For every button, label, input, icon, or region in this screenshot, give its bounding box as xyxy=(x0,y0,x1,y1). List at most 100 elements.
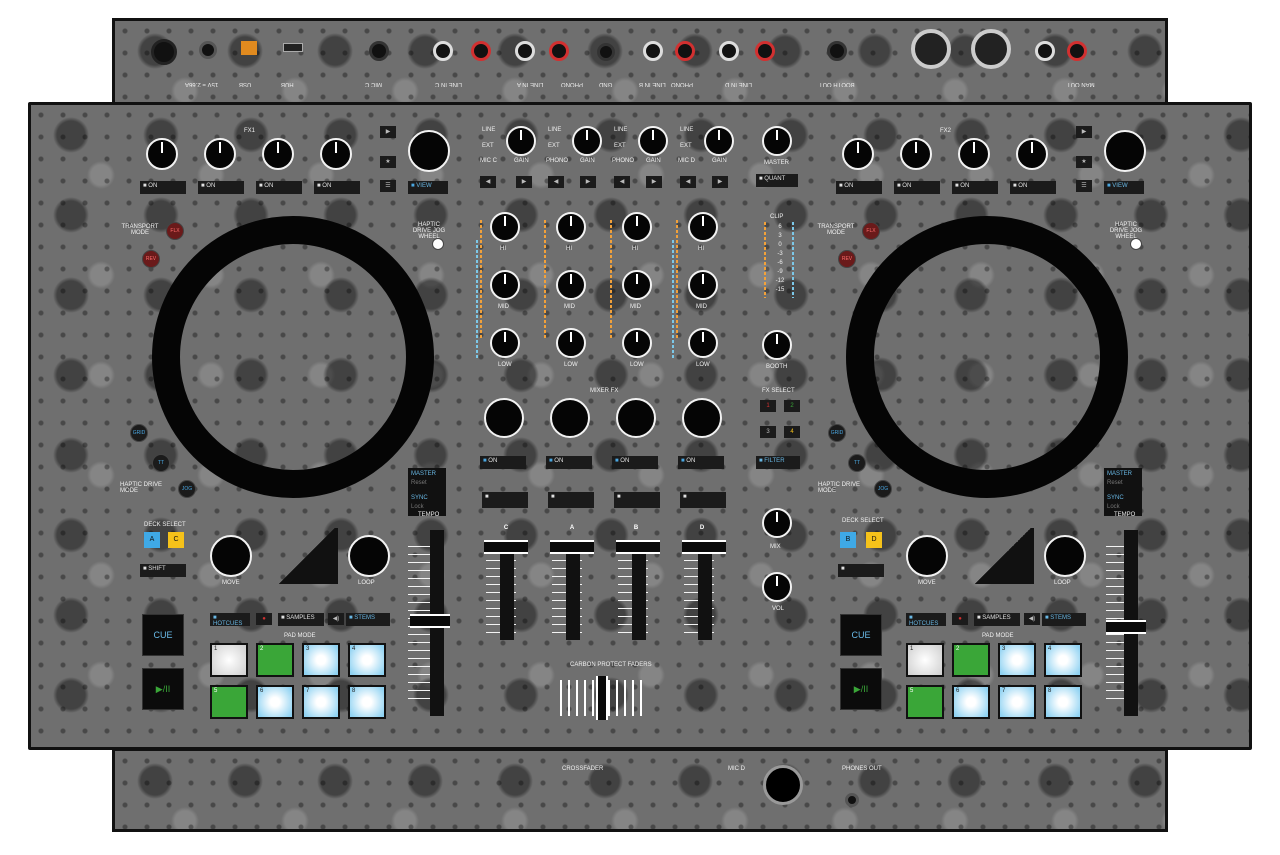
play-icon[interactable]: ▶ xyxy=(1076,126,1092,138)
rev-button[interactable]: REV xyxy=(838,250,856,268)
ch3-low-knob[interactable] xyxy=(622,328,652,358)
pad-2-right[interactable]: 2 xyxy=(952,643,990,677)
fx2-on-button-1[interactable]: ON xyxy=(836,181,882,194)
ch1-low-knob[interactable] xyxy=(490,328,520,358)
fx1-knob-3[interactable] xyxy=(262,138,294,170)
speaker-icon-left[interactable]: ◀) xyxy=(328,613,344,625)
play-icon[interactable]: ▶ xyxy=(380,126,396,138)
cue-button-left[interactable]: CUE xyxy=(142,614,184,656)
tt-button[interactable]: TT xyxy=(152,454,170,472)
channel-fader-cap-1[interactable] xyxy=(484,540,528,554)
mix-knob[interactable] xyxy=(762,508,792,538)
fx1-on-button-2[interactable]: ON xyxy=(198,181,244,194)
ch4-mixer-fx-knob[interactable] xyxy=(682,398,722,438)
ch2-low-knob[interactable] xyxy=(556,328,586,358)
cue-button-right[interactable]: CUE xyxy=(840,614,882,656)
star-icon[interactable]: ★ xyxy=(380,156,396,168)
deck-d-button[interactable]: D xyxy=(866,532,882,548)
channel-fader-2[interactable] xyxy=(566,540,580,640)
channel-fader-cap-4[interactable] xyxy=(682,540,726,554)
fx2-on-button-2[interactable]: ON xyxy=(894,181,940,194)
fx-select-4[interactable]: 4 xyxy=(784,426,800,438)
stems-button-left[interactable]: STEMS xyxy=(346,613,390,626)
ch2-mixer-fx-knob[interactable] xyxy=(550,398,590,438)
play-pause-button-right[interactable]: ▶/II xyxy=(840,668,882,710)
ch3-on-button[interactable]: ON xyxy=(612,456,658,469)
pad-4-right[interactable]: 4 xyxy=(1044,643,1082,677)
move-encoder[interactable] xyxy=(906,535,948,577)
record-icon-right[interactable]: ● xyxy=(952,613,968,625)
jog-wheel-left[interactable] xyxy=(152,216,434,498)
ch2-hi-knob[interactable] xyxy=(556,212,586,242)
tt-button[interactable]: TT xyxy=(848,454,866,472)
play-pause-button-left[interactable]: ▶/II xyxy=(142,668,184,710)
stems-button-right[interactable]: STEMS xyxy=(1042,613,1086,626)
ch3-gain-knob[interactable] xyxy=(638,126,668,156)
ch1-mid-knob[interactable] xyxy=(490,270,520,300)
view-button-right[interactable]: VIEW xyxy=(1104,181,1144,194)
ch1-prev-icon[interactable]: ◀ xyxy=(480,176,496,188)
pad-7-left[interactable]: 7 xyxy=(302,685,340,719)
pad-1-left[interactable]: 1 xyxy=(210,643,248,677)
samples-button-right[interactable]: SAMPLES xyxy=(974,613,1020,626)
ch1-mixer-fx-knob[interactable] xyxy=(484,398,524,438)
ch2-next-icon[interactable]: ▶ xyxy=(580,176,596,188)
fx1-on-button-1[interactable]: ON xyxy=(140,181,186,194)
grid-button[interactable]: GRID xyxy=(828,424,846,442)
phones-jack[interactable] xyxy=(763,765,803,805)
ch4-low-knob[interactable] xyxy=(688,328,718,358)
fx-select-1[interactable]: 1 xyxy=(760,400,776,412)
browse-encoder-right[interactable] xyxy=(1104,130,1146,172)
ch4-mid-knob[interactable] xyxy=(688,270,718,300)
jog-button[interactable]: JOG xyxy=(874,480,892,498)
ch4-hi-knob[interactable] xyxy=(688,212,718,242)
tempo-fader-cap-left[interactable] xyxy=(410,614,450,628)
pad-3-left[interactable]: 3 xyxy=(302,643,340,677)
ch1-on-button[interactable]: ON xyxy=(480,456,526,469)
fx1-on-button-3[interactable]: ON xyxy=(256,181,302,194)
list-icon[interactable]: ☰ xyxy=(380,180,396,192)
deck-a-button[interactable]: A xyxy=(144,532,160,548)
channel-fader-3[interactable] xyxy=(632,540,646,640)
ch4-next-icon[interactable]: ▶ xyxy=(712,176,728,188)
channel-fader-1[interactable] xyxy=(500,540,514,640)
fx2-knob-4[interactable] xyxy=(1016,138,1048,170)
ch2-prev-icon[interactable]: ◀ xyxy=(548,176,564,188)
jog-button[interactable]: JOG xyxy=(178,480,196,498)
channel-fader-4[interactable] xyxy=(698,540,712,640)
list-icon[interactable]: ☰ xyxy=(1076,180,1092,192)
fx-select-3[interactable]: 3 xyxy=(760,426,776,438)
channel-fader-cap-3[interactable] xyxy=(616,540,660,554)
fx1-knob-4[interactable] xyxy=(320,138,352,170)
ch4-gain-knob[interactable] xyxy=(704,126,734,156)
pad-8-right[interactable]: 8 xyxy=(1044,685,1082,719)
fx-select-2[interactable]: 2 xyxy=(784,400,800,412)
fx2-on-button-4[interactable]: ON xyxy=(1010,181,1056,194)
pad-5-right[interactable]: 5 xyxy=(906,685,944,719)
jog-wheel-right[interactable] xyxy=(846,216,1128,498)
pad-4-left[interactable]: 4 xyxy=(348,643,386,677)
pad-1-right[interactable]: 1 xyxy=(906,643,944,677)
deck-b-button[interactable]: B xyxy=(840,532,856,548)
mic-d-jack[interactable] xyxy=(845,793,859,807)
move-encoder[interactable] xyxy=(210,535,252,577)
fx2-knob-2[interactable] xyxy=(900,138,932,170)
fx2-on-button-3[interactable]: ON xyxy=(952,181,998,194)
crossfader-cap[interactable] xyxy=(596,676,608,720)
ch1-gain-knob[interactable] xyxy=(506,126,536,156)
pad-2-left[interactable]: 2 xyxy=(256,643,294,677)
ch3-mid-knob[interactable] xyxy=(622,270,652,300)
ch3-prev-icon[interactable]: ◀ xyxy=(614,176,630,188)
tempo-fader-cap-right[interactable] xyxy=(1106,620,1146,634)
fx1-on-button-4[interactable]: ON xyxy=(314,181,360,194)
browse-encoder-left[interactable] xyxy=(408,130,450,172)
filter-button[interactable]: FILTER xyxy=(756,456,800,469)
ch3-next-icon[interactable]: ▶ xyxy=(646,176,662,188)
rev-button[interactable]: REV xyxy=(142,250,160,268)
crossfader[interactable] xyxy=(560,676,644,720)
grid-button[interactable]: GRID xyxy=(130,424,148,442)
ch3-hi-knob[interactable] xyxy=(622,212,652,242)
pad-6-left[interactable]: 6 xyxy=(256,685,294,719)
fx1-knob-2[interactable] xyxy=(204,138,236,170)
